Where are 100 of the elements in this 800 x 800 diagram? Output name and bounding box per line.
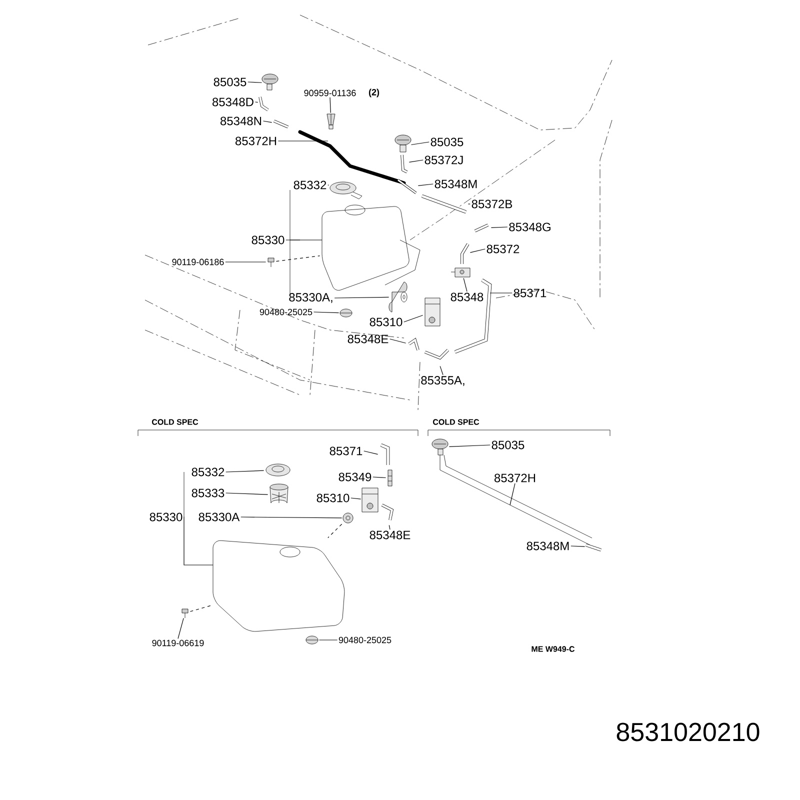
assembly-guide-line (190, 605, 212, 612)
hose (381, 504, 394, 520)
leader-line (184, 516, 214, 566)
leader-line (490, 292, 512, 294)
callout-number: 85348M (434, 180, 477, 188)
callout-number: 85330A, (289, 293, 332, 303)
leader-line (388, 524, 390, 530)
callout-number: 85310 (316, 494, 350, 502)
callout-number: 85332 (294, 180, 326, 190)
callout-number: 85310 (370, 318, 402, 326)
leader-line (330, 97, 331, 114)
callout-number: 85348E (348, 334, 388, 344)
bolt (182, 608, 188, 618)
strainer (270, 484, 288, 504)
callout-number: 85371 (330, 446, 362, 456)
washer-tank (322, 204, 420, 291)
nozzle (262, 74, 278, 90)
bolt (268, 258, 274, 268)
callout-number: 85348D (212, 98, 254, 106)
filler-cap (266, 464, 290, 476)
callout-number: 85372 (486, 244, 520, 254)
leader-line (404, 314, 424, 322)
callout-number: 85035 (430, 138, 464, 146)
hose-joint (388, 470, 392, 486)
callout-number: 85035 (492, 440, 524, 450)
part-number: 8531020210 (616, 722, 760, 742)
callout-number: 85349 (338, 472, 372, 482)
leader-line (248, 82, 262, 83)
callout-number: 85372J (424, 156, 463, 164)
callout-number: 85348E (370, 530, 410, 540)
callout-number: 85332 (192, 468, 224, 476)
callout-number: 90119-06186 (172, 258, 224, 266)
callout-number: 85330A (198, 512, 240, 522)
hose (460, 243, 470, 264)
callout-number: 85333 (192, 488, 224, 498)
callout-number: 90480-25025 (338, 636, 392, 644)
hose-joint (586, 544, 602, 552)
callout-number: 85348N (220, 116, 262, 126)
leader-line (440, 366, 444, 376)
leader-line (278, 140, 328, 142)
pump (362, 488, 378, 512)
leader-line (334, 296, 390, 298)
leader-line (408, 160, 424, 162)
quantity-note: (2) (368, 88, 380, 98)
callout-number: 85348M (526, 542, 569, 550)
hose (380, 443, 390, 465)
nozzle (394, 134, 412, 152)
plug (340, 308, 352, 318)
callout-number: 85372H (236, 136, 276, 146)
leader-line (262, 120, 272, 123)
leader-line (372, 476, 386, 478)
callout-number: 85372B (472, 200, 512, 208)
leader-line (490, 226, 508, 228)
callout-number: 85355A, (421, 376, 464, 386)
clip (326, 114, 336, 130)
leader-line (240, 516, 342, 518)
leader-line (364, 450, 378, 455)
leader-line (418, 184, 434, 186)
leader-line (510, 483, 516, 506)
leader-line (254, 102, 258, 103)
leader-line (463, 278, 468, 292)
leader-line (448, 444, 490, 447)
leader-line (226, 492, 268, 495)
callout-number: 90119-06619 (152, 640, 204, 646)
check-valve (450, 268, 470, 278)
section-heading: COLD SPEC (152, 419, 198, 425)
leader-line (410, 142, 430, 146)
assembly-guide-line (276, 256, 320, 262)
nozzle (432, 438, 448, 456)
figure-code: ME W949-C (532, 646, 575, 652)
hose-joint (424, 349, 449, 360)
callout-number: 85330 (252, 236, 284, 244)
section-heading: COLD SPEC (433, 419, 480, 425)
assembly-guide-line (328, 524, 342, 538)
callout-number: 85330 (150, 512, 182, 522)
callout-number: 85348G (509, 222, 550, 232)
hose (400, 154, 408, 174)
grommet (388, 282, 408, 312)
leader-line (313, 312, 340, 314)
callout-number: 85348 (450, 292, 484, 302)
hose (421, 194, 467, 214)
hose-joint (273, 120, 289, 128)
leader-line (570, 546, 586, 547)
leader-line (226, 470, 264, 472)
hose (408, 338, 420, 350)
leader-line (178, 618, 184, 639)
pump (424, 298, 440, 326)
callout-number: 90959-01136 (304, 90, 356, 96)
callout-number: 85035 (214, 78, 246, 86)
leader-line (350, 498, 362, 500)
hose-joint (397, 179, 417, 194)
leader-line (390, 338, 406, 344)
callout-number: 85371 (514, 288, 546, 298)
plug (306, 636, 318, 644)
leader-line (470, 248, 486, 253)
washer-tank (212, 540, 345, 632)
grommet (342, 512, 354, 524)
hose-joint (474, 224, 489, 232)
callout-number: 90480-25025 (260, 308, 312, 316)
filler-cap (330, 182, 362, 200)
